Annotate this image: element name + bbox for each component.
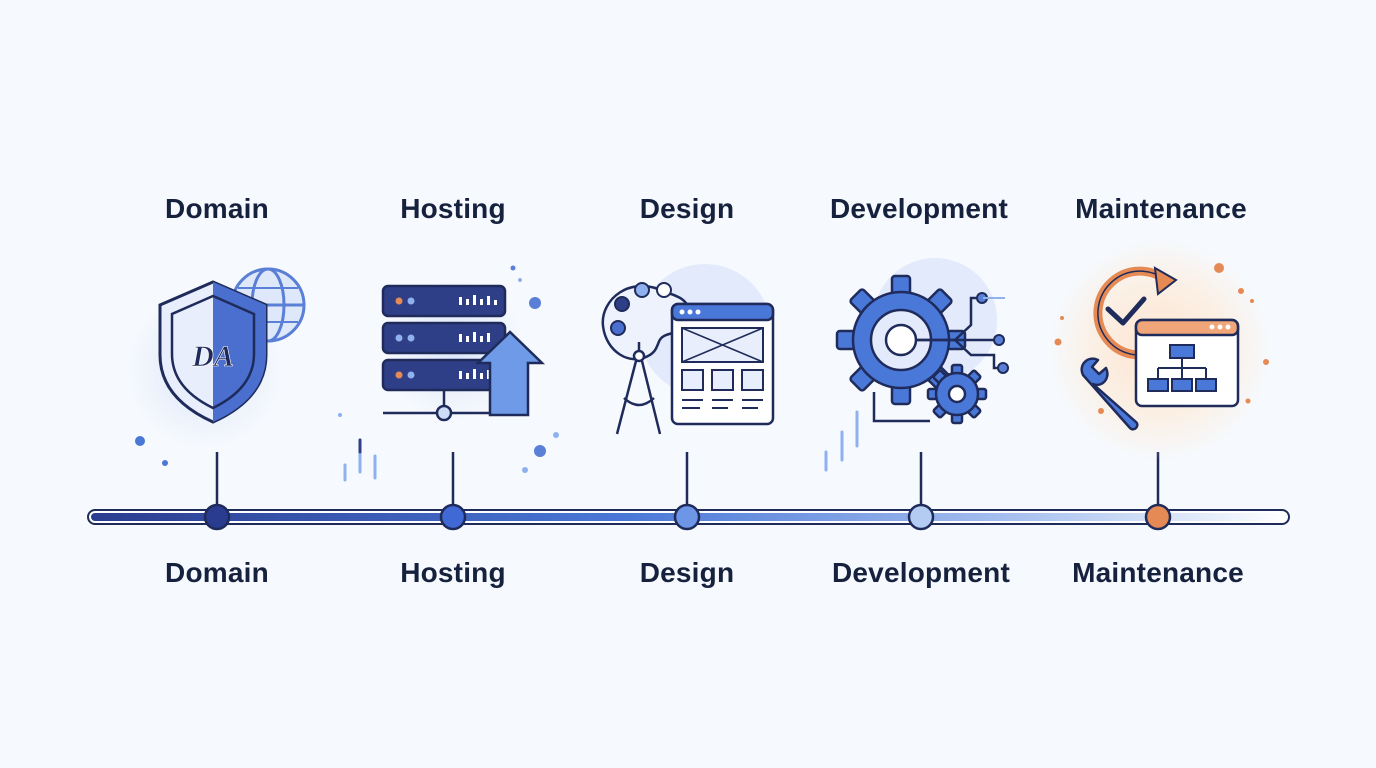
bottom-label-development: Development	[831, 557, 1011, 588]
top-label-hosting: Hosting	[400, 193, 506, 224]
node-design	[673, 503, 701, 531]
top-label-development: Development	[829, 193, 1009, 224]
server-rack-icon	[338, 265, 559, 482]
timeline-nodes	[203, 503, 1172, 531]
node-maintenance	[1144, 503, 1172, 531]
bottom-label-hosting: Hosting	[400, 557, 506, 588]
palette-wireframe-icon	[601, 264, 775, 435]
bottom-label-design: Design	[639, 557, 735, 588]
bottom-label-maintenance: Maintenance	[1072, 557, 1244, 588]
node-hosting	[439, 503, 467, 531]
wrench-refresh-icon	[1050, 240, 1270, 460]
bottom-label-domain: Domain	[165, 557, 269, 588]
node-domain	[203, 503, 231, 531]
top-label-design: Design	[639, 193, 735, 224]
top-label-domain: Domain	[165, 193, 269, 224]
connector-lines	[215, 452, 1160, 505]
top-label-maintenance: Maintenance	[1075, 193, 1247, 224]
node-development	[907, 503, 935, 531]
shield-globe-icon: DA	[127, 267, 306, 466]
shield-text: DA	[191, 340, 234, 373]
gears-circuit-icon	[824, 258, 1009, 472]
